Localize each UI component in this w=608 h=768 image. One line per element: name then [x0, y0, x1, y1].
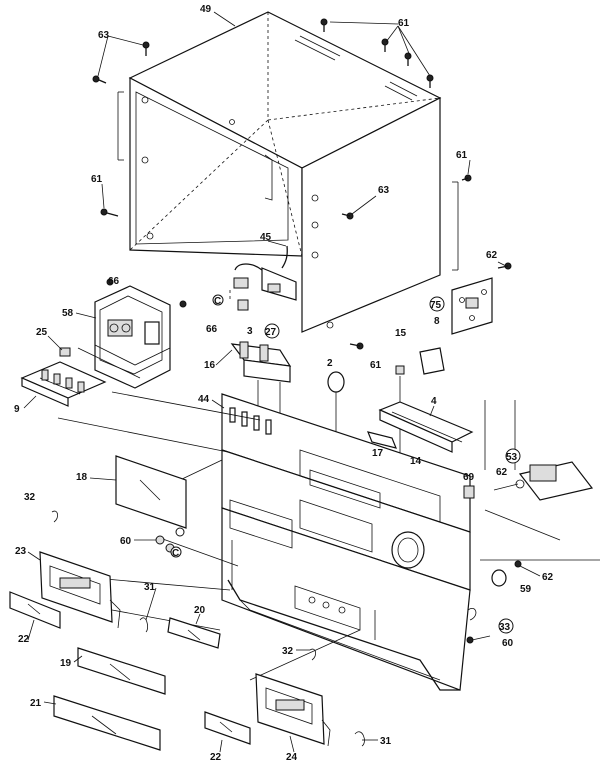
right-side-parts: [463, 485, 522, 644]
plate-19: [77, 647, 166, 695]
label-22-bottom: 22: [210, 752, 222, 763]
label-18: 18: [76, 472, 88, 483]
label-leaders: [23, 11, 541, 753]
label-31-left: 31: [144, 582, 156, 593]
pcb-53: [493, 461, 594, 501]
screws: [92, 18, 512, 350]
label-66-top: 66: [108, 276, 120, 287]
label-61-right: 61: [456, 150, 468, 161]
label-61-mid: 61: [370, 360, 382, 371]
label-53: 53: [506, 452, 518, 463]
label-21: 21: [30, 698, 42, 709]
label-63-top: 63: [98, 30, 110, 41]
front-panel-44: [221, 393, 471, 691]
label-C-top: C: [214, 296, 221, 307]
plate-21: [53, 695, 161, 751]
cassette-mechanism-58: [59, 285, 171, 389]
label-59: 59: [520, 584, 532, 595]
slider-16: [230, 341, 292, 470]
bracket-plate-75: [451, 277, 493, 335]
panel-parts-4-14: [367, 401, 474, 453]
label-17: 17: [372, 448, 384, 459]
label-C-left: C: [172, 548, 179, 559]
plate-22b: [204, 711, 251, 745]
label-8: 8: [434, 316, 440, 327]
label-20: 20: [194, 605, 206, 616]
plate-22a: [9, 591, 61, 629]
label-33: 33: [499, 622, 511, 633]
label-62-mid: 62: [496, 467, 508, 478]
label-24: 24: [286, 752, 298, 763]
label-19: 19: [60, 658, 72, 669]
label-44: 44: [198, 394, 210, 405]
label-23: 23: [15, 546, 27, 557]
label-45: 45: [260, 232, 272, 243]
label-14: 14: [410, 456, 422, 467]
part-labels: 49 63 61 61 61 63 45 62 66 66 58 25 9 C …: [14, 4, 554, 763]
label-2: 2: [327, 358, 333, 369]
label-49: 49: [200, 4, 212, 15]
label-61-top: 61: [398, 18, 410, 29]
label-3: 3: [247, 326, 253, 337]
label-60-right: 60: [502, 638, 514, 649]
label-66-right: 66: [206, 324, 218, 335]
label-15: 15: [395, 328, 407, 339]
cassette-door-23: [39, 551, 148, 633]
label-25: 25: [36, 327, 48, 338]
label-32-left: 32: [24, 492, 36, 503]
label-27: 27: [265, 327, 277, 338]
label-58: 58: [62, 308, 74, 319]
label-75: 75: [430, 300, 442, 311]
cassette-door-24: [255, 648, 365, 747]
label-61-left: 61: [91, 174, 103, 185]
label-31-bottom: 31: [380, 736, 392, 747]
label-22-left: 22: [18, 634, 30, 645]
label-63-mid: 63: [378, 185, 390, 196]
label-69: 69: [463, 472, 475, 483]
label-62-top: 62: [486, 250, 498, 261]
label-4: 4: [431, 396, 437, 407]
label-32-bottom: 32: [282, 646, 294, 657]
label-9: 9: [14, 404, 20, 415]
bracket-assembly-45: [229, 245, 297, 311]
label-62-low: 62: [542, 572, 554, 583]
clip-parts: [51, 510, 185, 553]
window-glass-18: [115, 455, 187, 529]
button-bank-9: [20, 361, 107, 407]
label-60-left: 60: [120, 536, 132, 547]
cabinet-cover: [117, 11, 459, 333]
plate-20: [167, 617, 221, 649]
label-16: 16: [204, 360, 216, 371]
